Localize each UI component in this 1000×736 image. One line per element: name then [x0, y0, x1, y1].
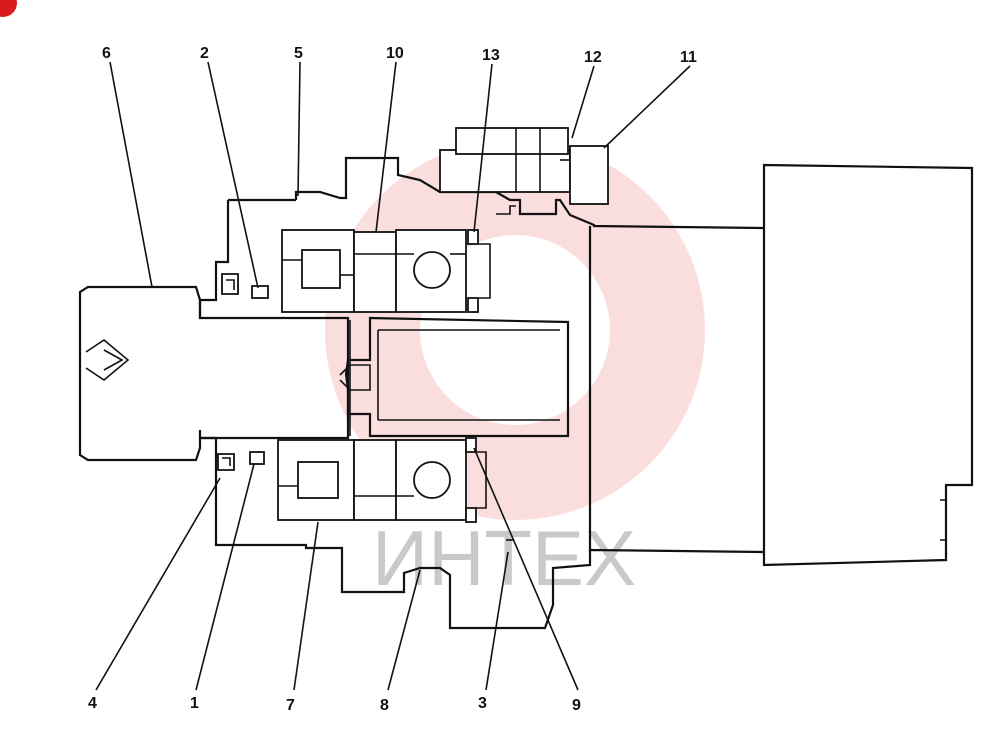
- snap-rings: [465, 205, 516, 541]
- oil-seal-lower: [217, 453, 235, 471]
- output-shaft: [78, 285, 351, 462]
- label-10: 10: [386, 45, 404, 62]
- leader-lines: [95, 61, 691, 691]
- bearing-upper-right: [395, 229, 467, 313]
- o-ring-upper: [251, 285, 269, 299]
- oil-seal-upper: [221, 273, 239, 295]
- label-6: 6: [102, 45, 111, 62]
- label-8: 8: [380, 697, 389, 714]
- part-labels: 6 2 5 10 13 12 11 4 1 7 8 3 9: [88, 45, 697, 714]
- label-7: 7: [286, 697, 295, 714]
- bearing-upper-mid: [353, 231, 397, 313]
- label-12: 12: [584, 49, 602, 66]
- corner-badge-icon: [0, 0, 17, 17]
- label-5: 5: [294, 45, 303, 62]
- bearing-lower-right: [395, 439, 467, 521]
- label-2: 2: [200, 45, 209, 62]
- label-4: 4: [88, 695, 97, 712]
- motor-housing: [762, 163, 974, 567]
- inner-hub: [339, 316, 570, 438]
- label-9: 9: [572, 697, 581, 714]
- bearing-lower-mid: [353, 439, 397, 521]
- label-11: 11: [680, 49, 697, 66]
- label-3: 3: [478, 695, 487, 712]
- bearing-upper-left: [281, 229, 355, 313]
- o-ring-lower: [249, 451, 265, 465]
- label-13: 13: [482, 47, 500, 64]
- top-gear: [439, 127, 609, 205]
- bearing-lower-left: [277, 439, 355, 521]
- label-1: 1: [190, 695, 199, 712]
- watermark-text: ИНТЕХ: [372, 514, 636, 602]
